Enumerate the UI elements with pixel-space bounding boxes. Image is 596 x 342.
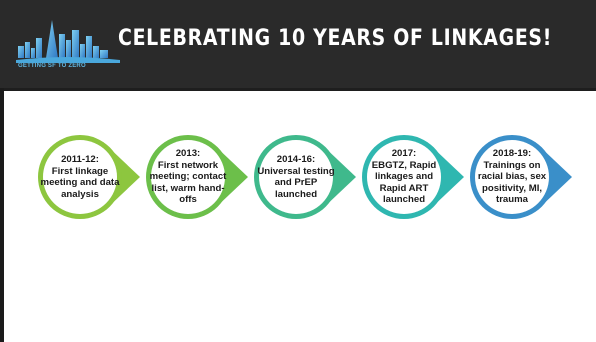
step-inner [151,140,225,214]
step-description: First linkage meeting and data analysis [40,165,120,200]
step-inner [475,140,549,214]
step-inner [43,140,117,214]
timeline-step-shape [38,135,140,219]
step-description: First network meeting; contact list, war… [149,159,227,206]
timeline-step-shape [470,135,572,219]
title-bar: GETTING SF TO ZERO CELEBRATING 10 YEARS … [0,0,596,88]
step-year: 2014-16: [276,154,316,165]
timeline-step-text: 2013:First network meeting; contact list… [148,148,228,206]
timeline-step-text: 2014-16:Universal testing and PrEP launc… [256,154,336,200]
timeline-step-text: 2017:EBGTZ, Rapid linkages and Rapid ART… [364,148,444,206]
step-description: EBGTZ, Rapid linkages and Rapid ART laun… [371,159,437,206]
step-inner [367,140,441,214]
header-divider [0,88,596,91]
timeline-step-shape [146,135,248,219]
step-year: 2011-12: [61,154,99,165]
step-year: 2017: [391,148,417,159]
skyline-logo [16,20,120,63]
step-year: 2013: [175,148,201,159]
step-inner [259,140,333,214]
left-border [0,88,4,342]
timeline-step-text: 2018-19:Trainings on racial bias, sex po… [472,148,552,206]
step-description: Trainings on racial bias, sex positivity… [477,159,547,206]
timeline-step-shape [362,135,464,219]
step-description: Universal testing and PrEP launched [257,165,335,200]
logo-caption: GETTING SF TO ZERO [18,63,86,69]
slide-title: CELEBRATING 10 YEARS OF LINKAGES! [118,26,553,51]
timeline-step-text: 2011-12:First linkage meeting and data a… [40,154,120,200]
timeline-step-shape [254,135,356,219]
step-year: 2018-19: [492,148,532,159]
